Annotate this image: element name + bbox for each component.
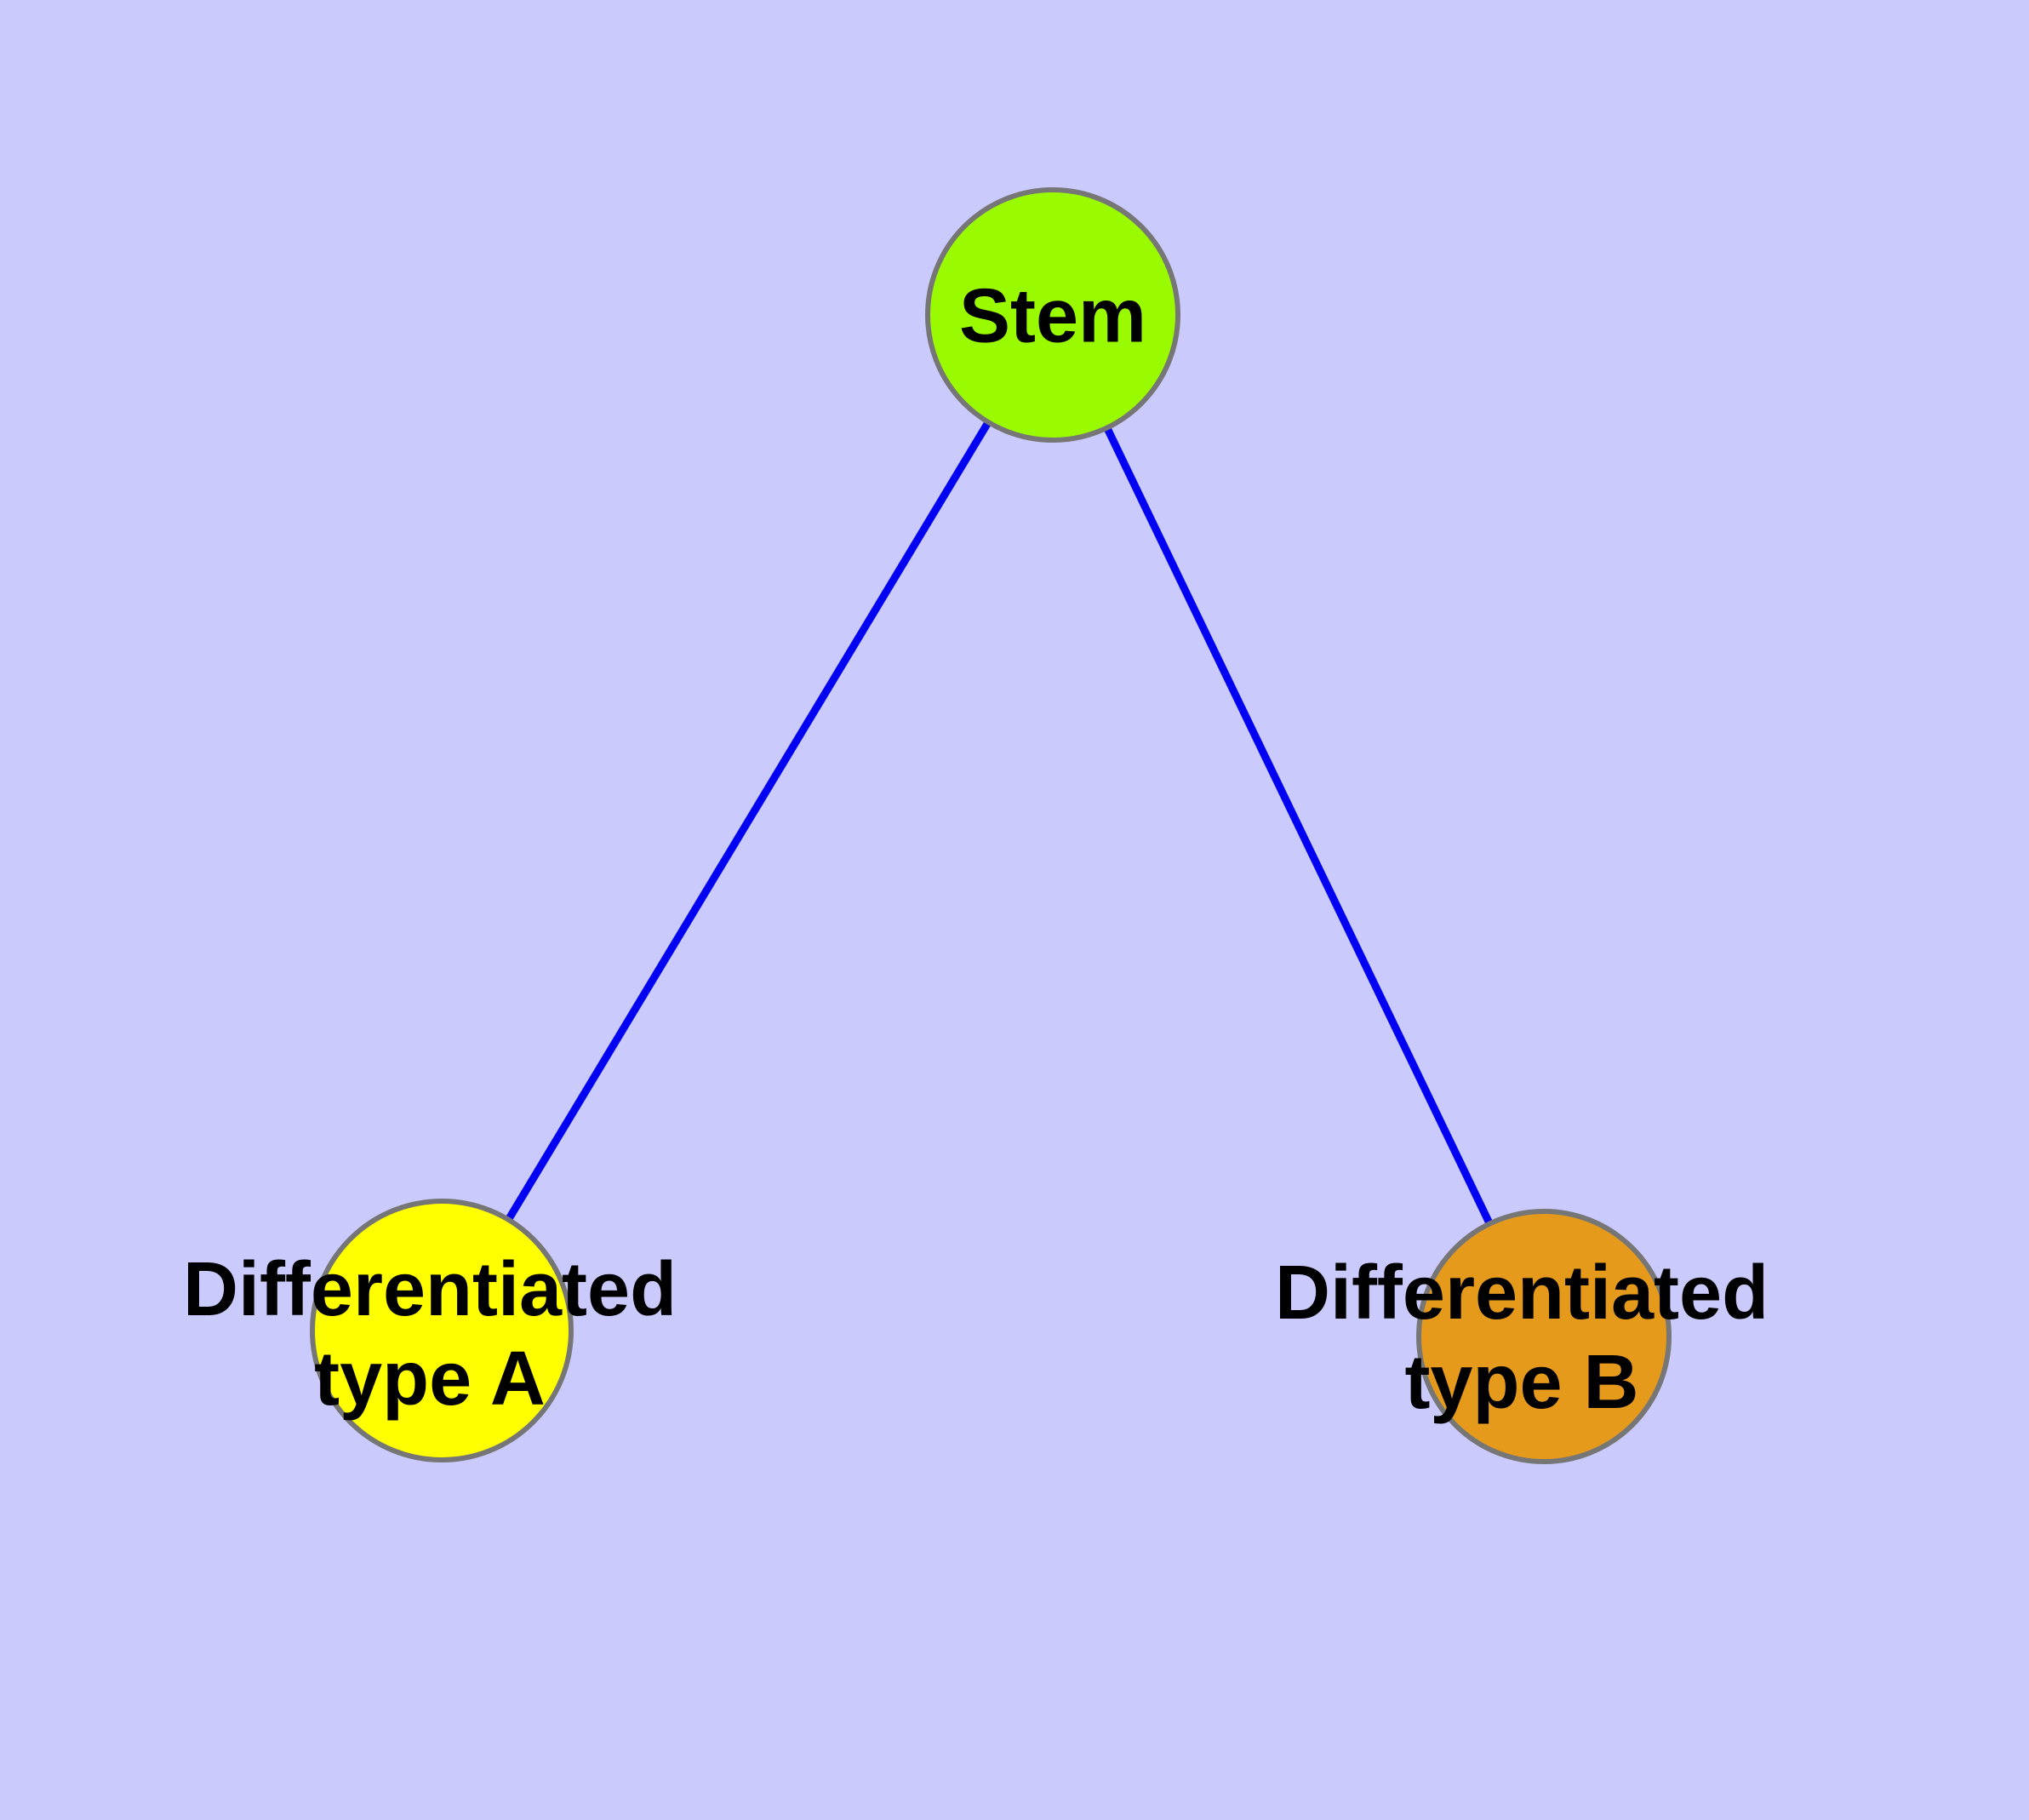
edge-stem-to-type-a xyxy=(438,312,1056,1333)
node-type-a-label: Differentiated type A xyxy=(182,1247,677,1422)
node-type-a-circle xyxy=(310,1199,574,1462)
node-type-b-label: Differentiated type B xyxy=(1274,1251,1769,1425)
node-type-b-circle xyxy=(1416,1209,1672,1464)
node-stem-circle xyxy=(925,187,1180,443)
edge-stem-to-type-b xyxy=(1049,313,1548,1338)
node-stem-label: Stem xyxy=(958,273,1147,359)
